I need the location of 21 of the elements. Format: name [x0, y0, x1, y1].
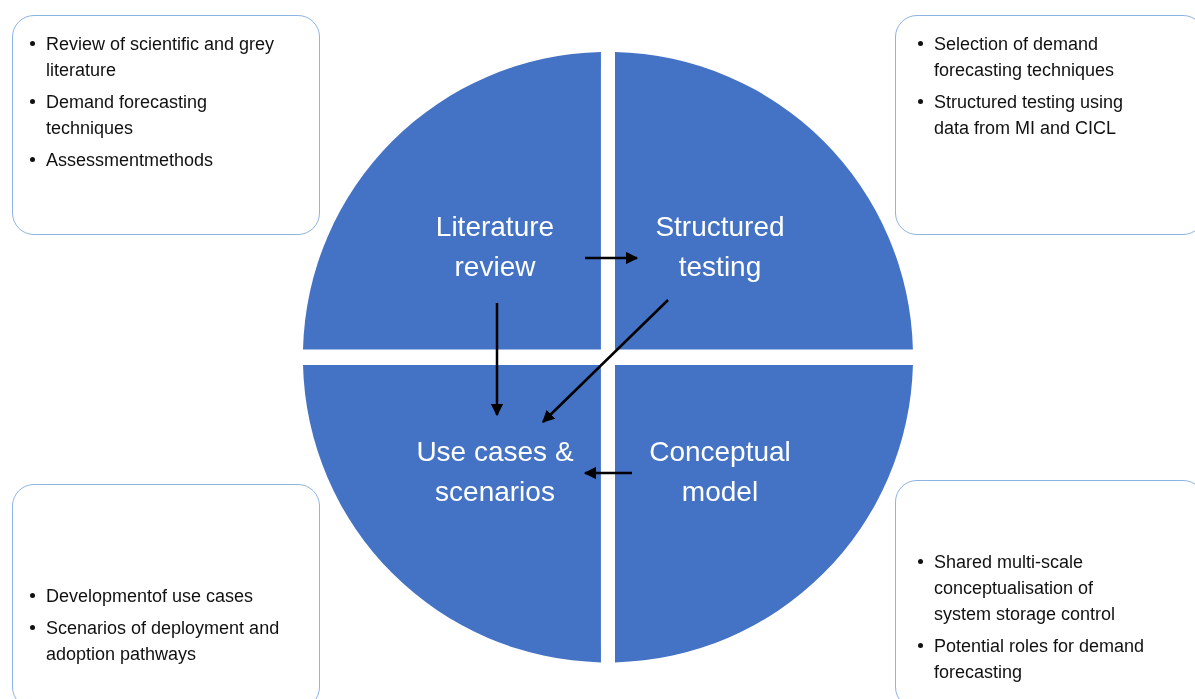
- quadrant-label: Structured testing: [654, 210, 786, 284]
- bullet-item: Potential roles for demand forecasting: [914, 633, 1154, 685]
- arrow: [542, 299, 669, 423]
- quadrant-label: Literature review: [434, 210, 556, 284]
- arrow: [490, 303, 504, 417]
- quadrant-label: Use cases & scenarios: [415, 435, 575, 509]
- bullet-item: Review of scientific and grey literature: [26, 31, 284, 83]
- bullet-item: Shared multi-scale conceptualisation of system storage control: [914, 549, 1154, 627]
- bullet-item: Selection of demand forecasting techniques: [914, 31, 1159, 83]
- text-card: [12, 484, 320, 699]
- text-card: [895, 15, 1195, 235]
- bullet-item: Demand forecasting techniques: [26, 89, 284, 141]
- text-card: [12, 15, 320, 235]
- arrow: [585, 251, 639, 265]
- bullet-item: Assessmentmethods: [26, 147, 284, 173]
- bullet-item: Developmentof use cases: [26, 583, 316, 609]
- arrow: [583, 466, 632, 480]
- quadrant-label: Conceptual model: [648, 435, 792, 509]
- bullet-item: Structured testing using data from MI and CICL: [914, 89, 1159, 141]
- bullet-item: Scenarios of deployment and adoption pathways: [26, 615, 316, 667]
- text-card: [895, 480, 1195, 699]
